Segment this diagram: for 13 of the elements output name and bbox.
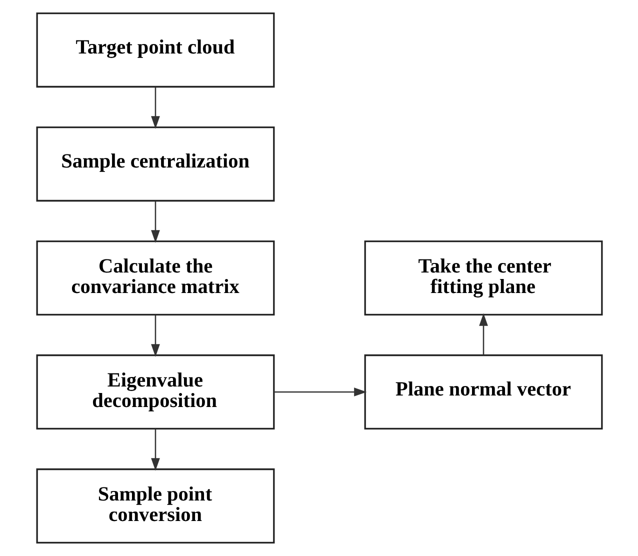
arrow [150, 87, 160, 129]
node-box: Calculate the convariance matrix [36, 240, 274, 316]
node-box: Sample centralization [36, 126, 274, 202]
node-box: Target point cloud [36, 12, 274, 88]
node-box: Take the center fitting plane [364, 240, 602, 316]
node-box: Plane normal vector [364, 354, 602, 430]
node-box: Sample point conversion [36, 468, 274, 544]
arrow [478, 313, 488, 355]
arrow [150, 315, 160, 357]
arrow [274, 388, 366, 396]
node-box: Eigenvalue decomposition [36, 354, 274, 430]
arrow [150, 429, 160, 471]
arrow [150, 201, 160, 243]
